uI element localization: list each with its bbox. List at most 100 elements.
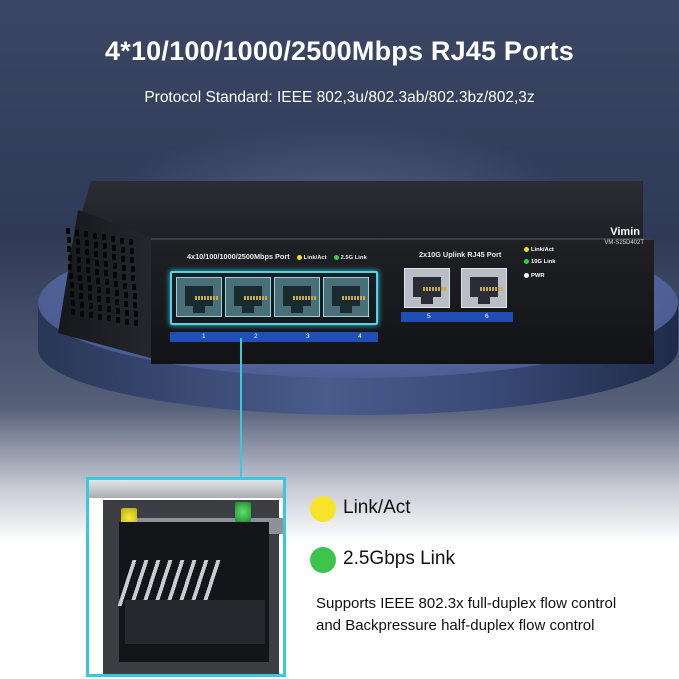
vent-hole [103,261,108,268]
port-number: 4 [358,333,362,340]
vent-hole [107,315,112,322]
power-led-icon [524,273,529,278]
vent-hole [80,310,85,317]
green-dot-icon [310,547,336,573]
vent-hole [93,241,98,248]
vent-hole [105,288,110,295]
vent-hole [132,293,137,300]
vent-hole [70,300,75,306]
model-number: VM-S25D402T [604,240,644,246]
vent-hole [115,299,120,305]
left-port-group-label: 4x10/100/1000/2500Mbps Port Link/Act 2.5… [187,252,367,261]
vent-hole [67,255,72,261]
vent-hole [133,311,138,318]
vent-hole [97,304,102,311]
link-act-led-icon [524,247,529,252]
vent-hole [68,264,73,270]
page-title: 4*10/100/1000/2500Mbps RJ45 Ports [105,36,574,66]
port-number: 6 [485,313,489,320]
product-hero: 4*10/100/1000/2500Mbps RJ45 Ports Protoc… [38,36,678,415]
brand-name: Vimin [610,226,640,238]
vent-hole [129,239,133,246]
vent-hole [77,265,82,272]
vent-hole [134,320,139,327]
vent-hole [84,240,89,247]
vent-hole [85,258,90,265]
vent-hole [121,255,126,262]
right-led-power: PWR [524,273,545,279]
legend-2-5gbps-link: 2.5Gbps Link [343,548,455,569]
port-number-strip-left: 1 2 3 4 [170,332,378,342]
vent-hole [69,282,74,288]
vent-hole [112,263,117,269]
vent-hole [114,290,119,296]
vent-hole [132,284,136,291]
rj45-2-5g-port-group [170,271,378,325]
vent-hole [96,277,100,284]
vent-hole [67,246,72,252]
right-port-group-label: 2x10G Uplink RJ45 Port [419,250,502,259]
vent-hole [125,318,130,325]
rj45-port-1 [176,277,222,317]
vent-hole [75,229,79,236]
rj45-port-4 [323,277,369,317]
vent-hole [78,274,82,281]
vent-hole [105,279,109,286]
vent-hole [122,273,127,280]
vent-hole [112,254,117,260]
vent-hole [124,300,129,307]
vent-hole [103,252,108,259]
rj45-port-5 [404,268,450,308]
support-line-1: Supports IEEE 802.3x full-duplex flow co… [316,595,617,612]
port-number: 1 [202,333,206,340]
port-number-strip-right: 5 6 [401,312,513,322]
vent-hole [131,275,136,282]
rj45-port-6 [461,268,507,308]
vent-hole [69,273,73,279]
zoom-panel-edge [89,480,283,498]
vent-hole [123,291,128,298]
green-led-icon [235,502,251,522]
vent-hole [96,286,101,293]
link-2-5g-led-icon [333,254,339,260]
support-line-2: and Backpressure half-duplex flow contro… [316,617,595,634]
right-led-label-1: Link/Act [531,247,554,254]
vent-hole [89,312,94,319]
vent-hole [113,272,118,278]
vent-hole [106,306,111,313]
right-led-10g-link: 10G Link [524,259,555,265]
left-group-text: 4x10/100/1000/2500Mbps Port [187,252,290,261]
vent-hole [95,268,100,275]
vent-hole [93,232,97,239]
vent-hole [87,285,92,292]
ventilation-grille [66,228,146,328]
flow-control-description: Supports IEEE 802.3x full-duplex flow co… [316,593,676,637]
vent-hole [124,309,129,316]
vent-hole [116,317,121,323]
zoom-port-base [125,600,265,644]
vent-hole [114,281,118,287]
vent-hole [120,237,124,244]
vent-hole [133,302,138,309]
vent-hole [88,303,93,310]
vent-hole [86,267,91,274]
switch-front-panel: Vimin VM-S25D402T 4x10/100/1000/2500Mbps… [151,226,654,364]
yellow-dot-icon [310,496,336,522]
right-led-link-act: Link/Act [524,247,554,253]
vent-hole [71,309,76,315]
vent-hole [130,257,135,264]
vent-hole [94,250,99,257]
vent-hole [66,237,71,243]
vent-hole [75,238,80,245]
vent-hole [66,228,70,234]
vent-hole [106,297,111,304]
left-led-label-2: 2.5G Link [340,255,367,261]
vent-hole [102,234,106,241]
vent-hole [76,256,81,263]
protocol-subtitle: Protocol Standard: IEEE 802,3u/802.3ab/8… [144,89,535,106]
right-led-label-2: 10G Link [531,259,556,266]
link-10g-led-icon [524,259,529,264]
right-led-label-3: PWR [531,273,545,280]
vent-hole [79,292,84,299]
vent-hole [123,282,127,289]
